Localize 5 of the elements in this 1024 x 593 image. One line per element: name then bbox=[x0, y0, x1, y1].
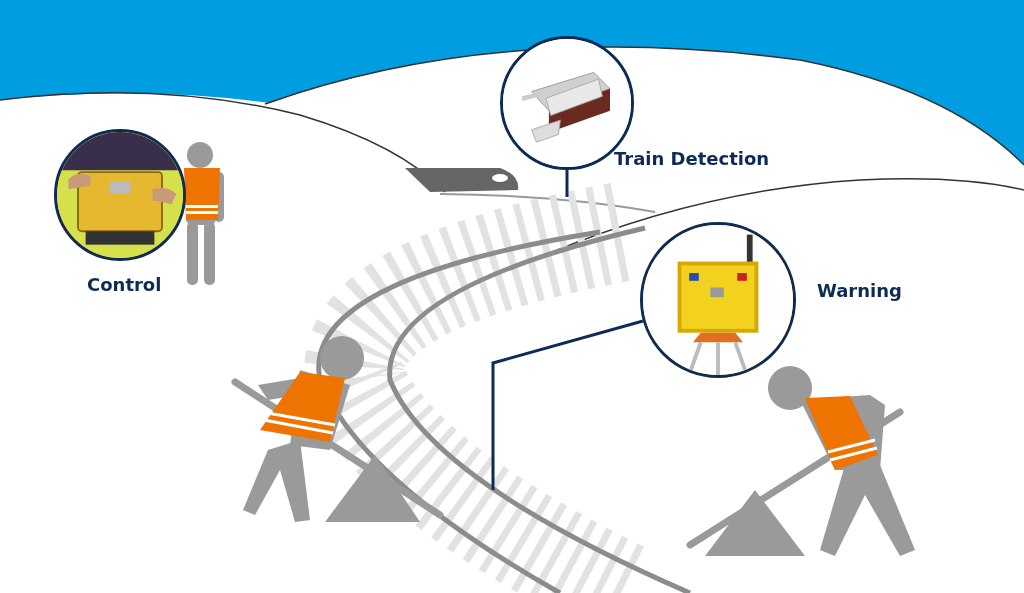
caption-label: Control bbox=[87, 274, 162, 295]
leader-line bbox=[565, 170, 569, 197]
caption-label: Train Detection bbox=[614, 148, 770, 169]
leader-line bbox=[491, 319, 644, 490]
caption-label: Warning bbox=[817, 280, 902, 301]
